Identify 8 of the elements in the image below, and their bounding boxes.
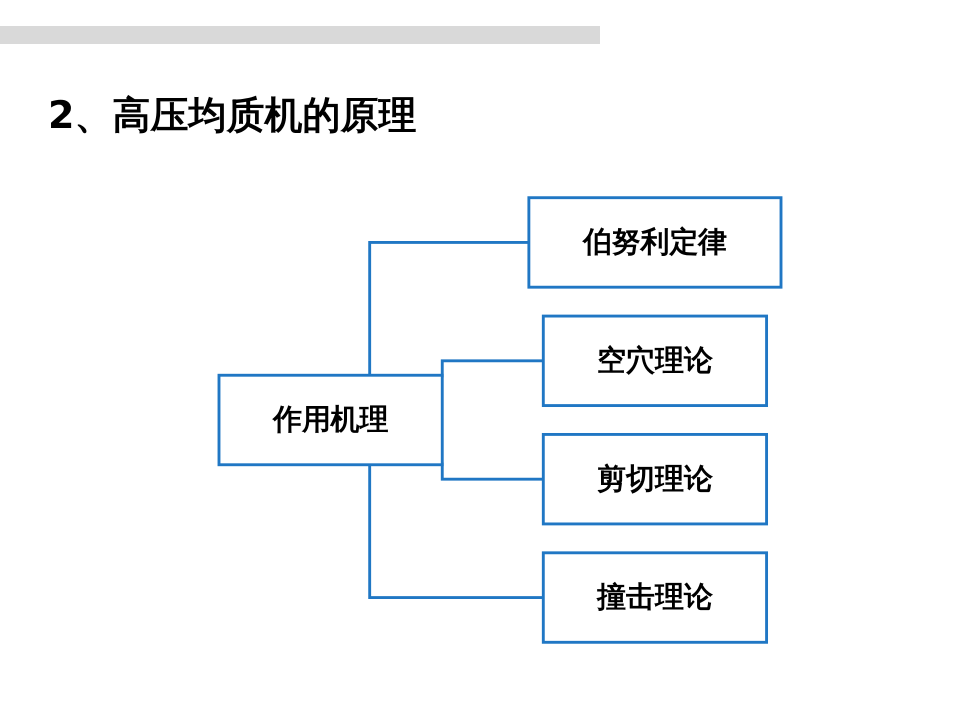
connector — [368, 464, 544, 599]
node-box: 伯努利定律 — [527, 196, 782, 289]
node-box: 空穴理论 — [542, 314, 768, 407]
node-box: 撞击理论 — [542, 551, 768, 644]
node-box: 剪切理论 — [542, 433, 768, 526]
node-box: 作用机理 — [218, 374, 444, 466]
slide-title: 2、高压均质机的原理 — [48, 92, 416, 139]
connector — [368, 241, 529, 376]
